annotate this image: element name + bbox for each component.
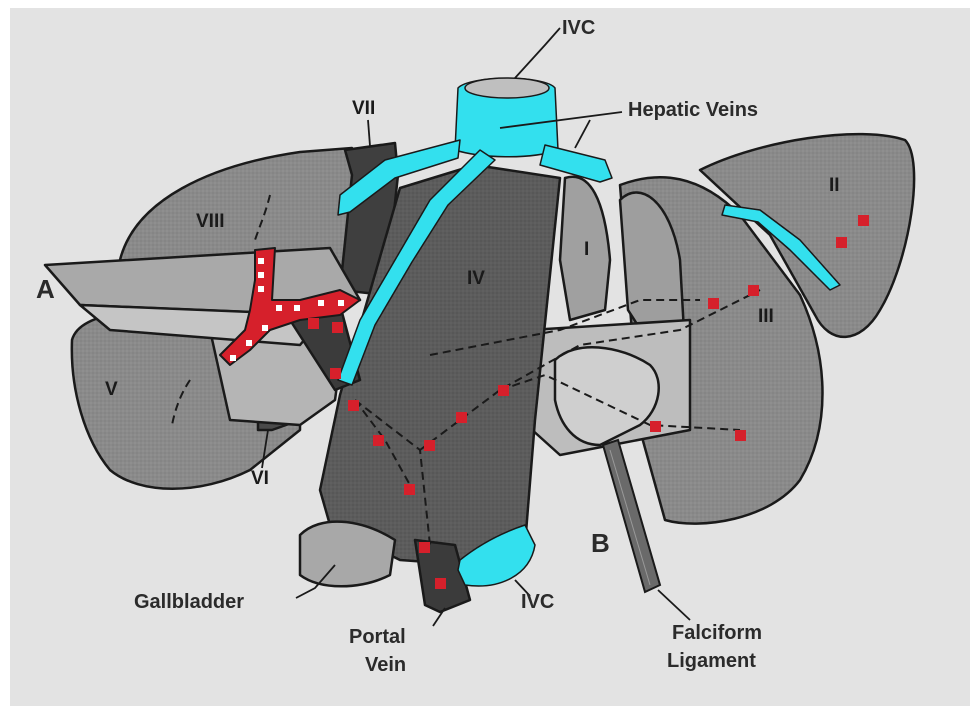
segment-i-label: I	[584, 240, 589, 261]
gallbladder-shape	[300, 522, 395, 587]
gallbladder-label: Gallbladder	[134, 591, 244, 613]
segment-vi-label: VI	[251, 469, 269, 490]
point-a-label: A	[36, 275, 55, 304]
segment-ii-label: II	[829, 176, 840, 197]
segment-iii-label: III	[758, 307, 774, 328]
falciform-label-line1: Falciform	[672, 622, 762, 644]
segment-viii-label: VIII	[196, 212, 225, 233]
ivc-bottom-label: IVC	[521, 591, 554, 613]
portal-vein-label-line2: Vein	[365, 654, 406, 676]
falciform-label-line2: Ligament	[667, 650, 756, 672]
segment-vii-label: VII	[352, 99, 375, 120]
segment-iv-label: IV	[467, 269, 485, 290]
gallbladder-group	[300, 522, 395, 587]
ivc-top-label: IVC	[562, 17, 595, 39]
ivc-lumen	[465, 78, 549, 98]
point-b-label: B	[591, 529, 610, 558]
hepatic-veins-label: Hepatic Veins	[628, 99, 758, 121]
segment-v-label: V	[105, 380, 118, 401]
portal-vein-label-line1: Portal	[349, 626, 406, 648]
